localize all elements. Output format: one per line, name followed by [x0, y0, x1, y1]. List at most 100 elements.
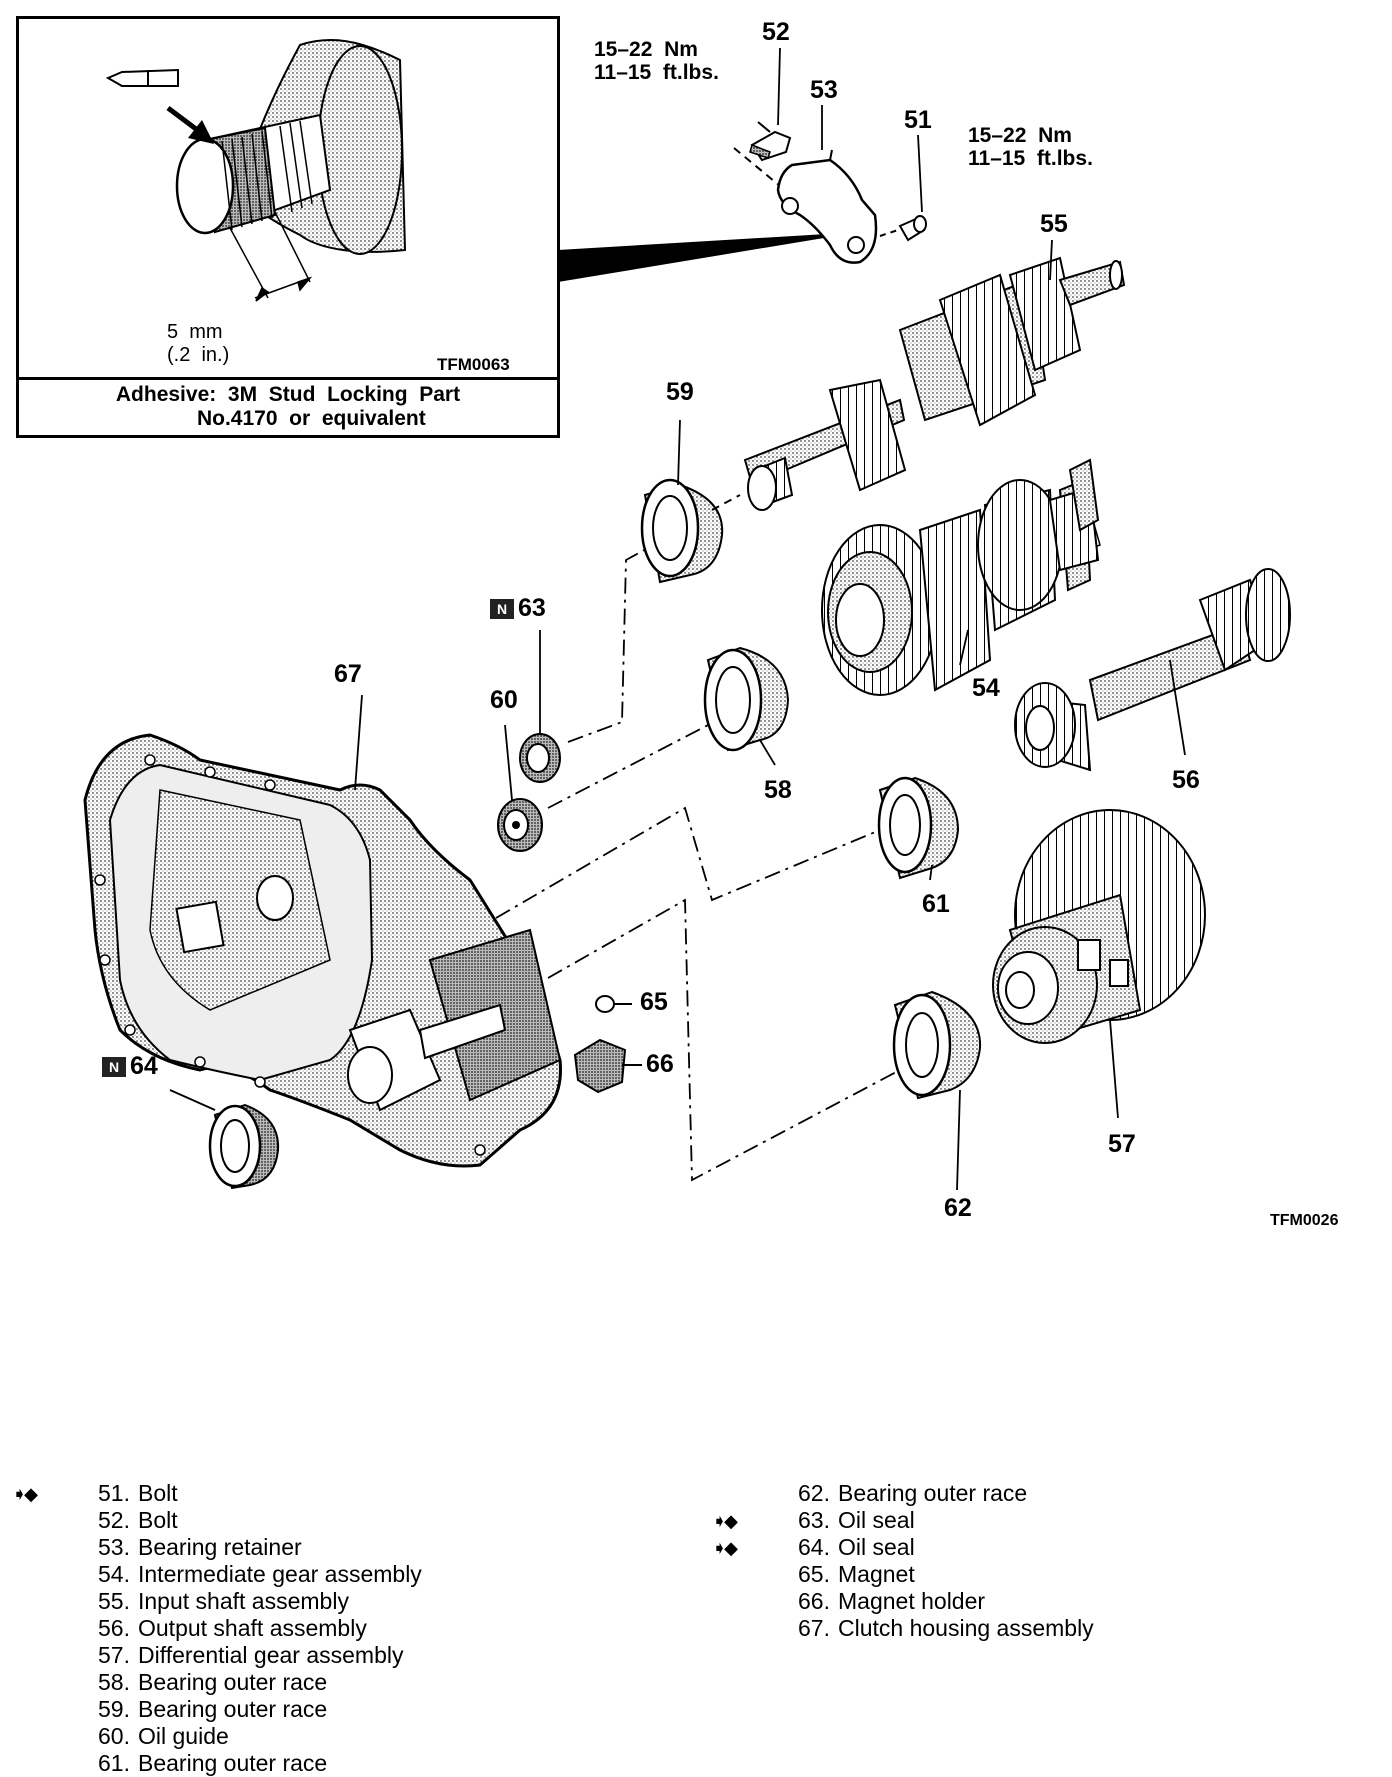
magnet-holder-66-drawing	[573, 1038, 642, 1094]
callout-62: 62	[944, 1194, 972, 1222]
legend-item: 52. Bolt	[68, 1507, 628, 1534]
legend-text: Bearing outer race	[838, 1480, 1028, 1506]
adhesive-note: Adhesive: 3M Stud Locking Part No.4170 o…	[115, 383, 461, 430]
legend-item: ➧◆ 51. Bolt	[12, 1480, 628, 1507]
oil-seal-63-drawing	[519, 733, 561, 783]
legend-number: 52.	[98, 1507, 130, 1533]
inset-divider	[19, 377, 557, 380]
legend-number: 57.	[98, 1642, 130, 1668]
legend-item: 60. Oil guide	[68, 1723, 628, 1750]
arrow-icon	[166, 106, 202, 134]
inset-stud-drawing	[105, 39, 860, 302]
callout-61: 61	[922, 890, 950, 918]
legend-number: 55.	[98, 1588, 130, 1614]
intermediate-gear-54-drawing	[821, 458, 1101, 696]
replace-mark-icon: ➧◆	[12, 1484, 38, 1504]
legend-text: Intermediate gear assembly	[138, 1561, 422, 1587]
bolt-52-drawing	[733, 121, 792, 187]
legend-item: ➧◆ 64. Oil seal	[712, 1534, 1328, 1561]
oil-guide-60-drawing	[497, 798, 543, 852]
replace-mark-icon: ➧◆	[712, 1511, 738, 1531]
legend-item: 54. Intermediate gear assembly	[68, 1561, 628, 1588]
callout-leaders	[169, 47, 1186, 1191]
legend-text: Oil guide	[138, 1723, 229, 1749]
magnet-65-drawing	[595, 995, 632, 1013]
callout-58: 58	[764, 776, 792, 804]
figure-code: TFM0026	[1270, 1212, 1339, 1229]
callout-65: 65	[640, 988, 668, 1016]
legend-number: 51.	[98, 1480, 130, 1506]
legend-text: Bolt	[138, 1480, 178, 1506]
legend-number: 65.	[798, 1561, 830, 1587]
legend-item: 59. Bearing outer race	[68, 1696, 628, 1723]
inset-leader-wedge	[558, 232, 860, 282]
bearing-race-61-drawing	[877, 776, 960, 880]
legend-number: 62.	[798, 1480, 830, 1506]
legend-item: ➧◆ 63. Oil seal	[712, 1507, 1328, 1534]
legend-text: Bearing retainer	[138, 1534, 302, 1560]
bearing-race-62-drawing	[892, 990, 982, 1100]
adhesive-inset-box: 5 mm (.2 in.) TFM0063 Adhesive: 3M Stud …	[16, 16, 560, 438]
legend-item: 55. Input shaft assembly	[68, 1588, 628, 1615]
legend-item: 53.Bearing retainer	[68, 1534, 628, 1561]
legend-text: Bearing outer race	[138, 1669, 328, 1695]
parts-legend-left: ➧◆ 51. Bolt 52. Bolt 53.Bearing retainer 54…	[12, 1480, 628, 1777]
legend-text: Magnet holder	[838, 1588, 986, 1614]
callout-56: 56	[1172, 766, 1200, 794]
legend-text: Oil seal	[838, 1534, 915, 1560]
legend-text: Bearing outer race	[138, 1696, 328, 1722]
legend-item: 67. Clutch housing assembly	[768, 1615, 1328, 1642]
callout-54: 54	[972, 674, 1000, 702]
legend-number: 60.	[98, 1723, 130, 1749]
legend-text: Oil seal	[838, 1507, 915, 1533]
torque-spec-bolt-51: 15–22 Nm 11–15 ft.lbs.	[968, 124, 1093, 170]
legend-number: 58.	[98, 1669, 130, 1695]
legend-number: 59.	[98, 1696, 130, 1722]
clutch-housing-67-drawing	[83, 733, 562, 1168]
callout-64-number: 64	[130, 1052, 158, 1080]
legend-number: 67.	[798, 1615, 830, 1641]
legend-text: Differential gear assembly	[138, 1642, 404, 1668]
legend-item: 65. Magnet	[768, 1561, 1328, 1588]
legend-number: 63.	[798, 1507, 830, 1533]
legend-item: 66.Magnet holder	[768, 1588, 1328, 1615]
bolt-51-drawing	[879, 215, 927, 242]
dimension-5mm	[229, 211, 313, 302]
output-shaft-56-drawing	[1014, 568, 1291, 772]
bearing-race-58-drawing	[703, 646, 790, 752]
replace-mark-icon: ➧◆	[712, 1538, 738, 1558]
callout-60: 60	[490, 686, 518, 714]
callout-53: 53	[810, 76, 838, 104]
legend-number: 54.	[98, 1561, 130, 1587]
callout-59: 59	[666, 378, 694, 406]
legend-text: Clutch housing assembly	[838, 1615, 1094, 1641]
legend-text: Magnet	[838, 1561, 915, 1587]
legend-number: 64.	[798, 1534, 830, 1560]
legend-item: 57. Differential gear assembly	[68, 1642, 628, 1669]
legend-text: Bolt	[138, 1507, 178, 1533]
inset-figure-code: TFM0063	[437, 355, 510, 374]
legend-number: 61.	[98, 1750, 130, 1776]
input-shaft-55-drawing	[743, 256, 1126, 511]
legend-item: 62. Bearing outer race	[768, 1480, 1328, 1507]
new-part-mark-icon: N	[490, 599, 514, 620]
bearing-retainer-53-drawing	[776, 149, 878, 264]
bearing-race-59-drawing	[640, 478, 741, 584]
oil-seal-64-drawing	[208, 1103, 280, 1190]
legend-item: 58. Bearing outer race	[68, 1669, 628, 1696]
new-part-mark-icon: N	[102, 1057, 126, 1078]
callout-55: 55	[1040, 210, 1068, 238]
adhesive-tube	[105, 68, 179, 87]
legend-text: Output shaft assembly	[138, 1615, 367, 1641]
callout-63-number: 63	[518, 594, 546, 622]
torque-spec-bolt-52: 15–22 Nm 11–15 ft.lbs.	[594, 38, 719, 84]
legend-text: Bearing outer race	[138, 1750, 328, 1776]
callout-66: 66	[646, 1050, 674, 1078]
callout-57: 57	[1108, 1130, 1136, 1158]
parts-legend-right: 62. Bearing outer race ➧◆ 63. Oil seal ➧◆ 64…	[712, 1480, 1328, 1642]
inset-dimension-label: 5 mm (.2 in.)	[167, 321, 230, 366]
legend-item: 56.Output shaft assembly	[68, 1615, 628, 1642]
legend-text: Input shaft assembly	[138, 1588, 349, 1614]
